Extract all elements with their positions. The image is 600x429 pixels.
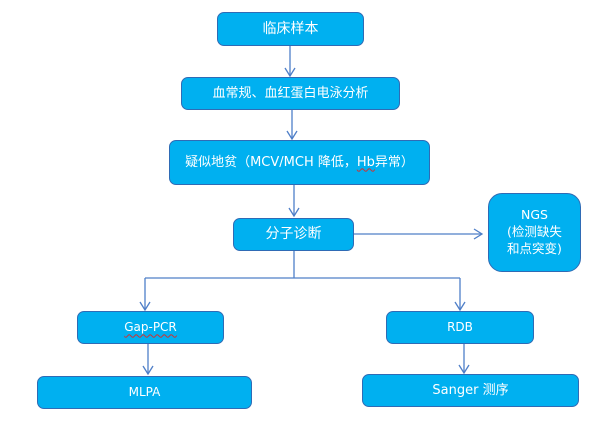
node-label: Gap-PCR xyxy=(124,320,177,335)
node-label-prefix: 疑似地贫（MCV/MCH 降低， xyxy=(185,154,357,170)
node-label: 血常规、血红蛋白电泳分析 xyxy=(212,85,369,101)
node-suspected-thalassemia: 疑似地贫（MCV/MCH 降低，Hb异常） xyxy=(169,140,430,185)
node-ngs: NGS (检测缺失 和点突变) xyxy=(488,193,581,272)
node-label-suffix: 异常） xyxy=(374,154,414,170)
node-label: MLPA xyxy=(128,385,161,400)
node-blood-test: 血常规、血红蛋白电泳分析 xyxy=(181,77,400,110)
node-rdb: RDB xyxy=(386,311,534,344)
node-label: Sanger 测序 xyxy=(432,382,509,398)
node-sanger: Sanger 测序 xyxy=(362,374,579,407)
node-clinical-sample: 临床样本 xyxy=(217,12,364,46)
node-label: 疑似地贫（MCV/MCH 降低，Hb异常） xyxy=(185,154,414,172)
node-label: NGS (检测缺失 和点突变) xyxy=(507,207,562,256)
node-label: 临床样本 xyxy=(262,20,319,37)
node-gap-pcr: Gap-PCR xyxy=(77,311,224,344)
node-label: RDB xyxy=(447,320,473,335)
spellcheck-word-hb: Hb xyxy=(356,154,375,170)
node-mlpa: MLPA xyxy=(37,376,252,409)
node-molecular-diagnosis: 分子诊断 xyxy=(233,218,354,251)
node-label: 分子诊断 xyxy=(265,226,322,243)
